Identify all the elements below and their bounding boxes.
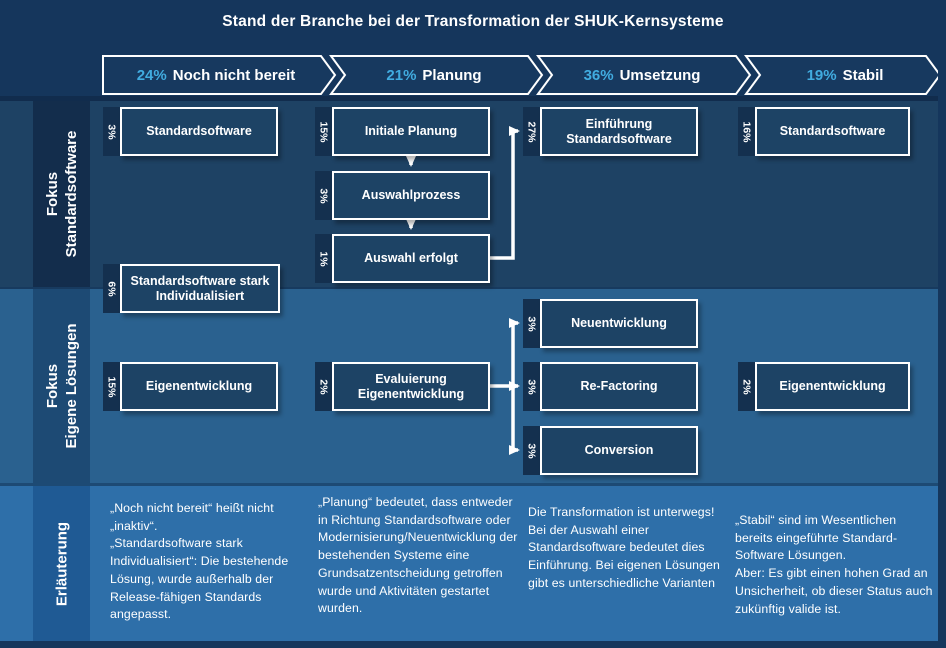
phase-percent: 24% — [136, 66, 167, 84]
note-noch-nicht-bereit: „Noch nicht bereit“ heißt nicht „inaktiv… — [110, 501, 289, 622]
pct-value: 16% — [740, 120, 753, 143]
note-stabil: „Stabil“ sind im Wesentlichen bereits ei… — [735, 513, 933, 616]
flow-box-label: Einführung Standardsoftware — [540, 107, 698, 156]
phase-chevron-bar — [102, 55, 942, 95]
band-label-strip-erlaeuterung: Erläuterung — [33, 486, 90, 641]
flow-box-refactoring: 3% Re-Factoring — [523, 362, 698, 411]
phase-percent: 19% — [806, 66, 837, 84]
pct-value: 3% — [525, 442, 538, 459]
pct-value: 3% — [525, 378, 538, 395]
flow-box-einfuehrung-standardsoftware: 27% Einführung Standardsoftware — [523, 107, 698, 156]
pct-tab: 16% — [738, 107, 755, 156]
band-label-line: Fokus — [43, 171, 61, 217]
flow-box-conversion: 3% Conversion — [523, 426, 698, 475]
pct-value: 2% — [317, 378, 330, 395]
flow-box-label: Auswahlprozess — [332, 171, 490, 220]
flow-box-neuentwicklung: 3% Neuentwicklung — [523, 299, 698, 348]
band-label-line: Standardsoftware — [62, 130, 80, 258]
flow-box-evaluierung-eigenentwicklung: 2% Evaluierung Eigenentwicklung — [315, 362, 490, 411]
band-label-erlaeuterung: Erläuterung — [52, 521, 71, 605]
frame-right-edge — [938, 0, 946, 648]
flow-box-standardsoftware-nochnichtbereit: 3% Standardsoftware — [103, 107, 278, 156]
flow-box-label: Neuentwicklung — [540, 299, 698, 348]
pct-tab: 1% — [315, 234, 332, 283]
band-label-line: Eigene Lösungen — [62, 323, 80, 449]
phase-planung: 21% Planung — [336, 55, 532, 95]
flow-box-label: Auswahl erfolgt — [332, 234, 490, 283]
pct-value: 3% — [105, 123, 118, 140]
flow-box-standardsoftware-stark-individualisiert: 6% Standardsoftware stark Individualisie… — [103, 264, 280, 313]
phase-stabil: 19% Stabil — [750, 55, 940, 95]
pct-tab: 3% — [523, 299, 540, 348]
page-title: Stand der Branche bei der Transformation… — [222, 13, 724, 30]
pct-value: 3% — [317, 187, 330, 204]
flow-box-label: Initiale Planung — [332, 107, 490, 156]
band-label-strip-eigene-loesungen: Fokus Eigene Lösungen — [33, 289, 90, 483]
pct-value: 15% — [317, 120, 330, 143]
phase-umsetzung: 36% Umsetzung — [542, 55, 742, 95]
band-label-line: Fokus — [43, 363, 61, 409]
pct-tab: 15% — [315, 107, 332, 156]
phase-percent: 21% — [386, 66, 417, 84]
pct-tab: 3% — [523, 362, 540, 411]
flow-box-label: Eigenentwicklung — [755, 362, 910, 411]
note-planung: „Planung“ bedeutet, dass entweder in Ric… — [318, 495, 518, 616]
flow-box-auswahl-erfolgt: 1% Auswahl erfolgt — [315, 234, 490, 283]
phase-name: Planung — [422, 66, 482, 84]
pct-value: 2% — [740, 378, 753, 395]
band-label-line: Erläuterung — [53, 521, 70, 606]
pct-tab: 6% — [103, 264, 120, 313]
pct-tab: 15% — [103, 362, 120, 411]
pct-value: 3% — [525, 315, 538, 332]
phase-chevron-3 — [536, 55, 752, 95]
flow-box-label: Evaluierung Eigenentwicklung — [332, 362, 490, 411]
pct-value: 1% — [317, 250, 330, 267]
pct-tab: 2% — [738, 362, 755, 411]
pct-tab: 2% — [315, 362, 332, 411]
phase-noch-nicht-bereit: 24% Noch nicht bereit — [106, 55, 326, 95]
phase-chevron-4 — [744, 55, 942, 95]
note-umsetzung: Die Transformation ist unterwegs! Bei de… — [528, 505, 720, 590]
flow-box-initiale-planung: 15% Initiale Planung — [315, 107, 490, 156]
band-label-strip-standardsoftware: Fokus Standardsoftware — [33, 101, 90, 287]
pct-tab: 27% — [523, 107, 540, 156]
pct-value: 27% — [525, 120, 538, 143]
phase-name: Stabil — [842, 66, 884, 84]
flow-box-label: Standardsoftware — [120, 107, 278, 156]
pct-tab: 3% — [315, 171, 332, 220]
pct-tab: 3% — [103, 107, 120, 156]
flow-box-label: Standardsoftware — [755, 107, 910, 156]
pct-value: 15% — [105, 375, 118, 398]
flow-box-standardsoftware-stabil: 16% Standardsoftware — [738, 107, 910, 156]
phase-name: Noch nicht bereit — [172, 66, 296, 84]
flow-box-label: Standardsoftware stark Individualisiert — [120, 264, 280, 313]
phase-percent: 36% — [583, 66, 614, 84]
phase-chevron-1 — [102, 55, 337, 95]
flow-box-label: Eigenentwicklung — [120, 362, 278, 411]
pct-value: 6% — [105, 280, 118, 297]
band-label-eigene-loesungen: Fokus Eigene Lösungen — [43, 323, 81, 448]
phase-name: Umsetzung — [619, 66, 701, 84]
flow-box-label: Re-Factoring — [540, 362, 698, 411]
flow-box-eigenentwicklung-stabil: 2% Eigenentwicklung — [738, 362, 910, 411]
pct-tab: 3% — [523, 426, 540, 475]
band-label-standardsoftware: Fokus Standardsoftware — [43, 131, 81, 258]
band-erlaeuterung: Erläuterung — [0, 483, 946, 641]
frame-bottom-edge — [0, 641, 946, 648]
flow-box-auswahlprozess: 3% Auswahlprozess — [315, 171, 490, 220]
flow-box-label: Conversion — [540, 426, 698, 475]
flow-box-eigenentwicklung-nochnichtbereit: 15% Eigenentwicklung — [103, 362, 278, 411]
phase-chevron-2 — [329, 55, 544, 95]
